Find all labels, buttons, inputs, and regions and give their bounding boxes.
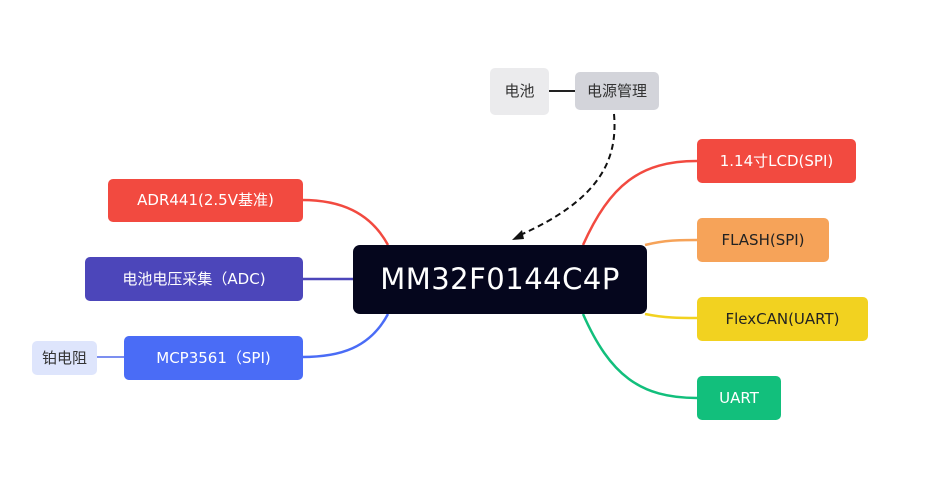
node-adc-label: 电池电压采集（ADC) [122, 269, 266, 288]
connector-mcp3561 [301, 313, 390, 359]
node-uart: UART [697, 376, 781, 420]
arrowhead [512, 230, 524, 240]
node-flash-label: FLASH(SPI) [721, 230, 805, 249]
node-flash: FLASH(SPI) [697, 218, 829, 262]
node-adr441: ADR441(2.5V基准) [108, 179, 303, 222]
node-power-management-label: 电源管理 [586, 81, 647, 100]
node-adr441-label: ADR441(2.5V基准) [137, 191, 274, 209]
node-mcp3561-label: MCP3561（SPI) [156, 348, 271, 367]
node-battery: 电池 [490, 68, 549, 115]
dashed-power-arrow [517, 113, 616, 237]
node-platinum-resistor-label: 铂电阻 [41, 348, 87, 367]
central-node-label: MM32F0144C4P [380, 262, 620, 296]
node-adc: 电池电压采集（ADC) [85, 257, 303, 301]
central-node: MM32F0144C4P [353, 245, 647, 314]
node-lcd-label: 1.14寸LCD(SPI) [719, 151, 834, 170]
connector-adr441 [301, 198, 390, 246]
node-flexcan: FlexCAN(UART) [697, 297, 868, 341]
node-platinum-resistor: 铂电阻 [32, 341, 97, 375]
node-flexcan-label: FlexCAN(UART) [725, 309, 840, 328]
node-power-management: 电源管理 [575, 72, 659, 110]
connector-flash [644, 238, 698, 247]
node-lcd: 1.14寸LCD(SPI) [697, 139, 856, 183]
node-uart-label: UART [719, 388, 759, 407]
connector-uart [581, 313, 698, 400]
node-battery-label: 电池 [504, 82, 535, 100]
connector-flexcan [644, 312, 698, 320]
connector-lcd [581, 159, 698, 246]
node-mcp3561: MCP3561（SPI) [124, 336, 303, 380]
